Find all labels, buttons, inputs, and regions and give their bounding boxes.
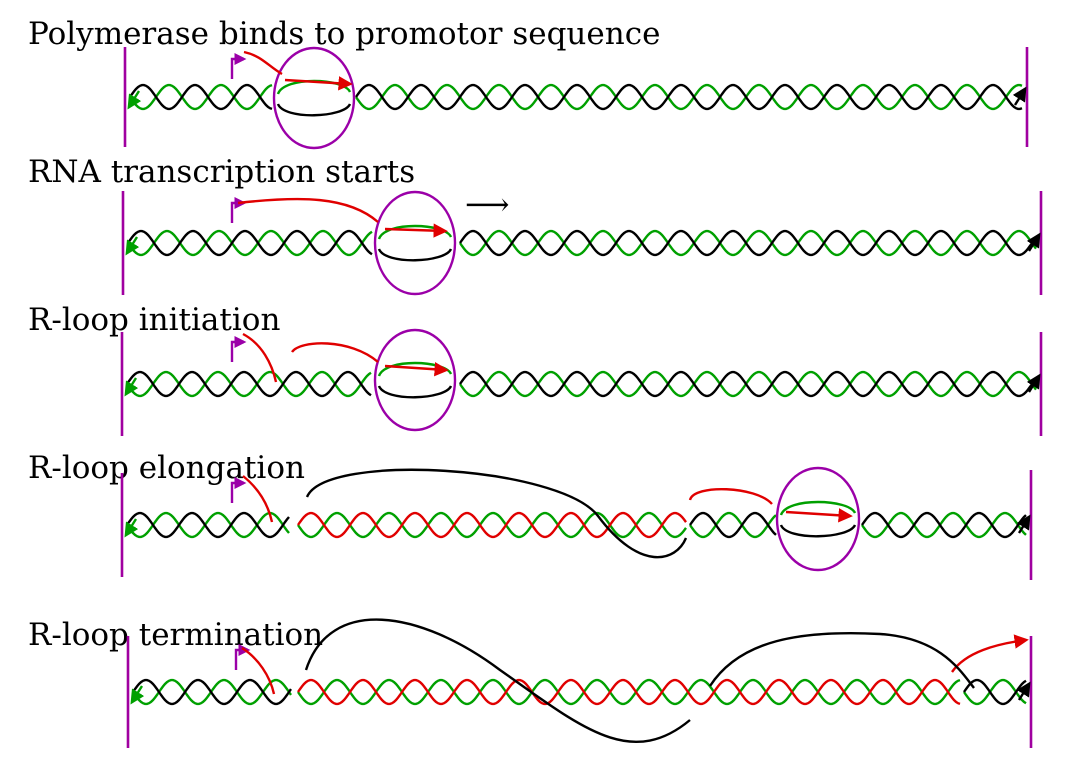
- coding-strand: [355, 83, 1023, 111]
- strand-end-arrow-icon: [124, 377, 139, 397]
- template-strand: [129, 83, 273, 111]
- coding-strand: [689, 511, 777, 539]
- coding-strand: [126, 511, 290, 539]
- strand-end-arrow-icon: [1026, 373, 1041, 393]
- bubble-template-strand: [779, 524, 857, 538]
- bubble-template-strand: [377, 385, 453, 399]
- coding-strand: [459, 229, 1037, 257]
- strand-end-arrow-icon: [124, 518, 139, 538]
- rna-strand: [242, 332, 278, 383]
- polymerase-ellipse-icon: [373, 190, 457, 296]
- promoter-arrow-icon: [230, 477, 247, 503]
- coding-strand: [297, 678, 961, 706]
- stage-title-initiation: R-loop initiation: [28, 302, 280, 338]
- stage-row-binding: [123, 46, 1029, 150]
- rna-strand: [688, 487, 773, 505]
- template-strand: [355, 83, 1023, 111]
- promoter-arrow-icon: [234, 644, 251, 670]
- stage-row-start: [121, 190, 1043, 296]
- bubble-template-strand: [377, 248, 453, 262]
- promoter-arrow-icon: [230, 53, 247, 79]
- stage-row-initiation: [120, 328, 1043, 436]
- rna-strand: [384, 362, 449, 377]
- coding-strand: [127, 229, 373, 257]
- rna-strand: [243, 50, 283, 76]
- stage-title-binding: Polymerase binds to promotor sequence: [28, 16, 660, 52]
- rna-strand: [951, 634, 1029, 673]
- rna-strand: [297, 511, 687, 539]
- polymerase-ellipse-icon: [373, 328, 457, 432]
- stage-row-elongation: [120, 466, 1033, 580]
- template-strand: [689, 511, 777, 539]
- polymerase-ellipse-icon: [272, 46, 356, 150]
- template-strand: [126, 370, 372, 398]
- coding-strand: [861, 511, 1027, 539]
- strand-end-arrow-icon: [1012, 86, 1027, 106]
- displaced-template-loop: [304, 618, 691, 744]
- stage-row-termination: [126, 618, 1033, 748]
- rna-strand: [242, 475, 274, 523]
- template-strand: [861, 511, 1027, 539]
- template-strand: [132, 678, 292, 706]
- rna-strand: [284, 76, 353, 91]
- coding-strand: [129, 83, 273, 111]
- rna-strand: [384, 223, 448, 238]
- rna-strand: [297, 678, 961, 706]
- direction-arrow-text: ⟶: [465, 187, 509, 223]
- template-strand: [126, 511, 290, 539]
- strand-end-arrow-icon: [1016, 681, 1031, 701]
- template-strand: [459, 370, 1037, 398]
- stage-title-start: RNA transcription starts: [28, 154, 415, 190]
- stage-title-elongation: R-loop elongation: [28, 450, 305, 486]
- displaced-template-loop: [708, 632, 975, 689]
- rna-strand: [291, 342, 379, 363]
- strand-end-arrow-icon: [1026, 232, 1041, 252]
- strand-end-arrow-icon: [127, 90, 142, 110]
- bubble-coding-strand: [377, 224, 453, 240]
- stage-rows: [120, 46, 1043, 748]
- template-strand: [459, 229, 1037, 257]
- rna-strand: [241, 646, 276, 695]
- rna-strand: [785, 508, 853, 523]
- rna-strand: [237, 197, 379, 223]
- bubble-template-strand: [276, 103, 352, 117]
- coding-strand: [459, 370, 1037, 398]
- promoter-arrow-icon: [230, 197, 247, 223]
- stage-title-termination: R-loop termination: [28, 617, 323, 653]
- coding-strand: [126, 370, 372, 398]
- strand-end-arrow-icon: [130, 685, 145, 705]
- template-strand: [127, 229, 373, 257]
- promoter-arrow-icon: [230, 336, 247, 362]
- template-strand: [963, 678, 1027, 706]
- polymerase-ellipse-icon: [775, 466, 861, 572]
- strand-end-arrow-icon: [1016, 514, 1031, 534]
- strand-end-arrow-icon: [125, 236, 140, 256]
- displaced-template-loop: [305, 468, 688, 559]
- coding-strand: [297, 511, 687, 539]
